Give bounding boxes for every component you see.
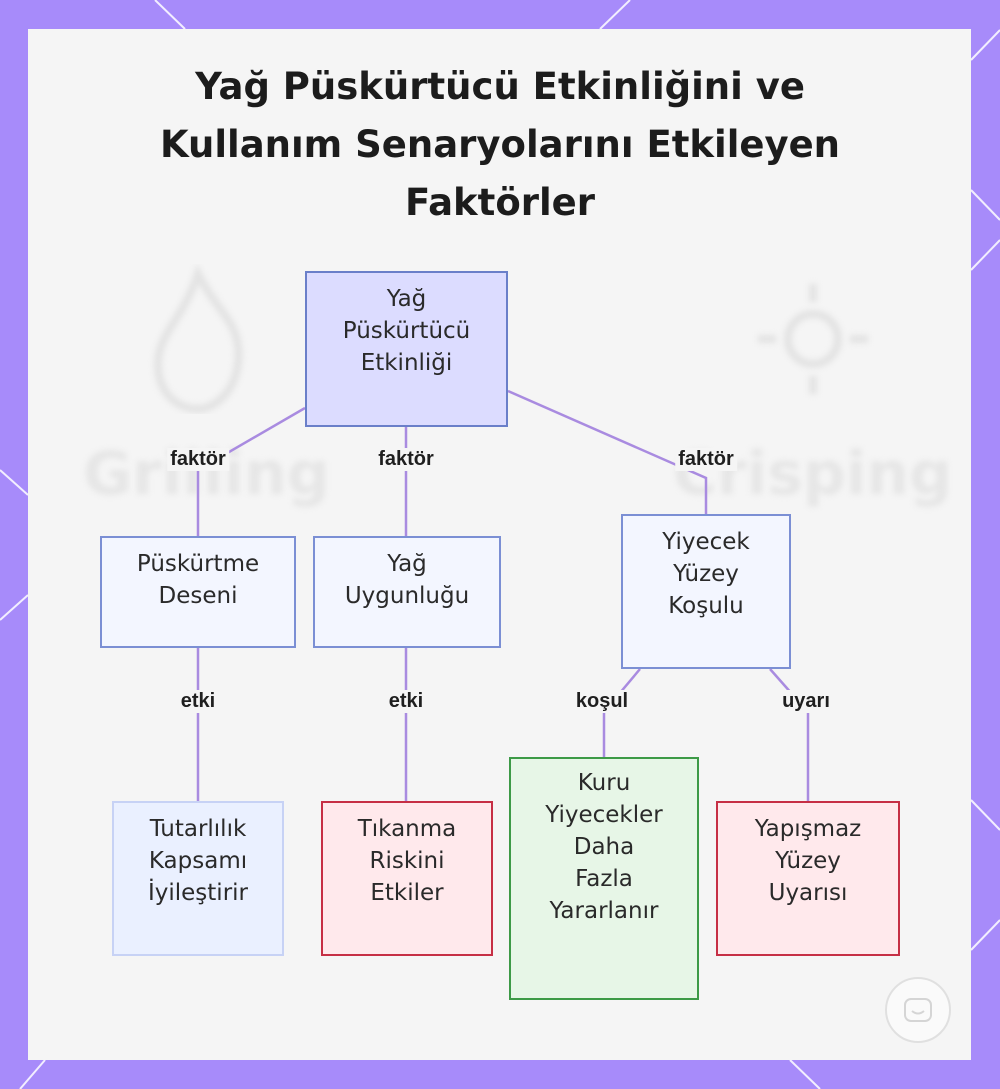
node-nonstick-warning: Yapışmaz Yüzey Uyarısı [716,801,900,956]
node-dry-foods-benefit: Kuru Yiyecekler Daha Fazla Yararlanır [509,757,699,1000]
edge-root-spray [196,406,306,536]
node-line: Uyarısı [768,880,848,906]
node-line: Tutarlılık [149,816,247,842]
edge-label-effect: etki [177,690,219,713]
node-line: Etkinliği [360,350,453,376]
node-line: Yağ [386,286,427,312]
flame-icon [153,264,243,414]
title-line: Kullanım Senaryolarını Etkileyen [159,123,841,166]
edge-root-food [507,389,708,514]
node-line: Yiyecek [662,529,750,555]
node-line: Fazla [575,866,633,892]
node-line: Yiyecekler [545,802,663,828]
node-clogging-risk: Tıkanma Riskini Etkiler [321,801,493,956]
edge-label-warning: uyarı [779,690,833,713]
title-line: Faktörler [404,181,596,224]
node-line: İyileştirir [147,880,249,906]
node-line: Yüzey [673,561,739,587]
node-food-surface-condition: Yiyecek Yüzey Koşulu [621,514,791,669]
edge-label-effect: etki [385,690,427,713]
edge-label-condition: koşul [572,690,632,713]
node-line: Kuru [577,770,631,796]
edge-food-dry [602,668,641,757]
node-spray-pattern: Püskürtme Deseni [100,536,296,648]
node-line: Daha [573,834,635,860]
node-line: Yüzey [775,848,841,874]
node-line: Püskürtücü [342,318,471,344]
node-line: Yapışmaz [754,816,862,842]
node-line: Yararlanır [549,898,659,924]
diagram-title: Yağ Püskürtücü Etkinliğini ve Kullanım S… [0,58,1000,232]
edge-label-factor: faktör [167,448,229,471]
sun-icon [758,284,868,394]
node-improves-coverage: Tutarlılık Kapsamı İyileştirir [112,801,284,956]
node-line: Etkiler [370,880,444,906]
node-line: Tıkanma [357,816,457,842]
edge-food-nonstick [769,668,810,801]
node-line: Kapsamı [148,848,248,874]
logo-icon [885,977,951,1043]
node-oil-suitability: Yağ Uygunluğu [313,536,501,648]
node-line: Püskürtme [136,551,260,577]
node-line: Deseni [158,583,238,609]
node-line: Riskini [369,848,445,874]
edge-label-factor: faktör [375,448,437,471]
node-line: Yağ [387,551,427,577]
node-line: Uygunluğu [344,583,470,609]
title-line: Yağ Püskürtücü Etkinliğini ve [195,65,805,108]
node-line: Koşulu [668,593,744,619]
node-oil-sprayer-effectiveness: Yağ Püskürtücü Etkinliği [305,271,508,427]
edge-label-factor: faktör [675,448,737,471]
